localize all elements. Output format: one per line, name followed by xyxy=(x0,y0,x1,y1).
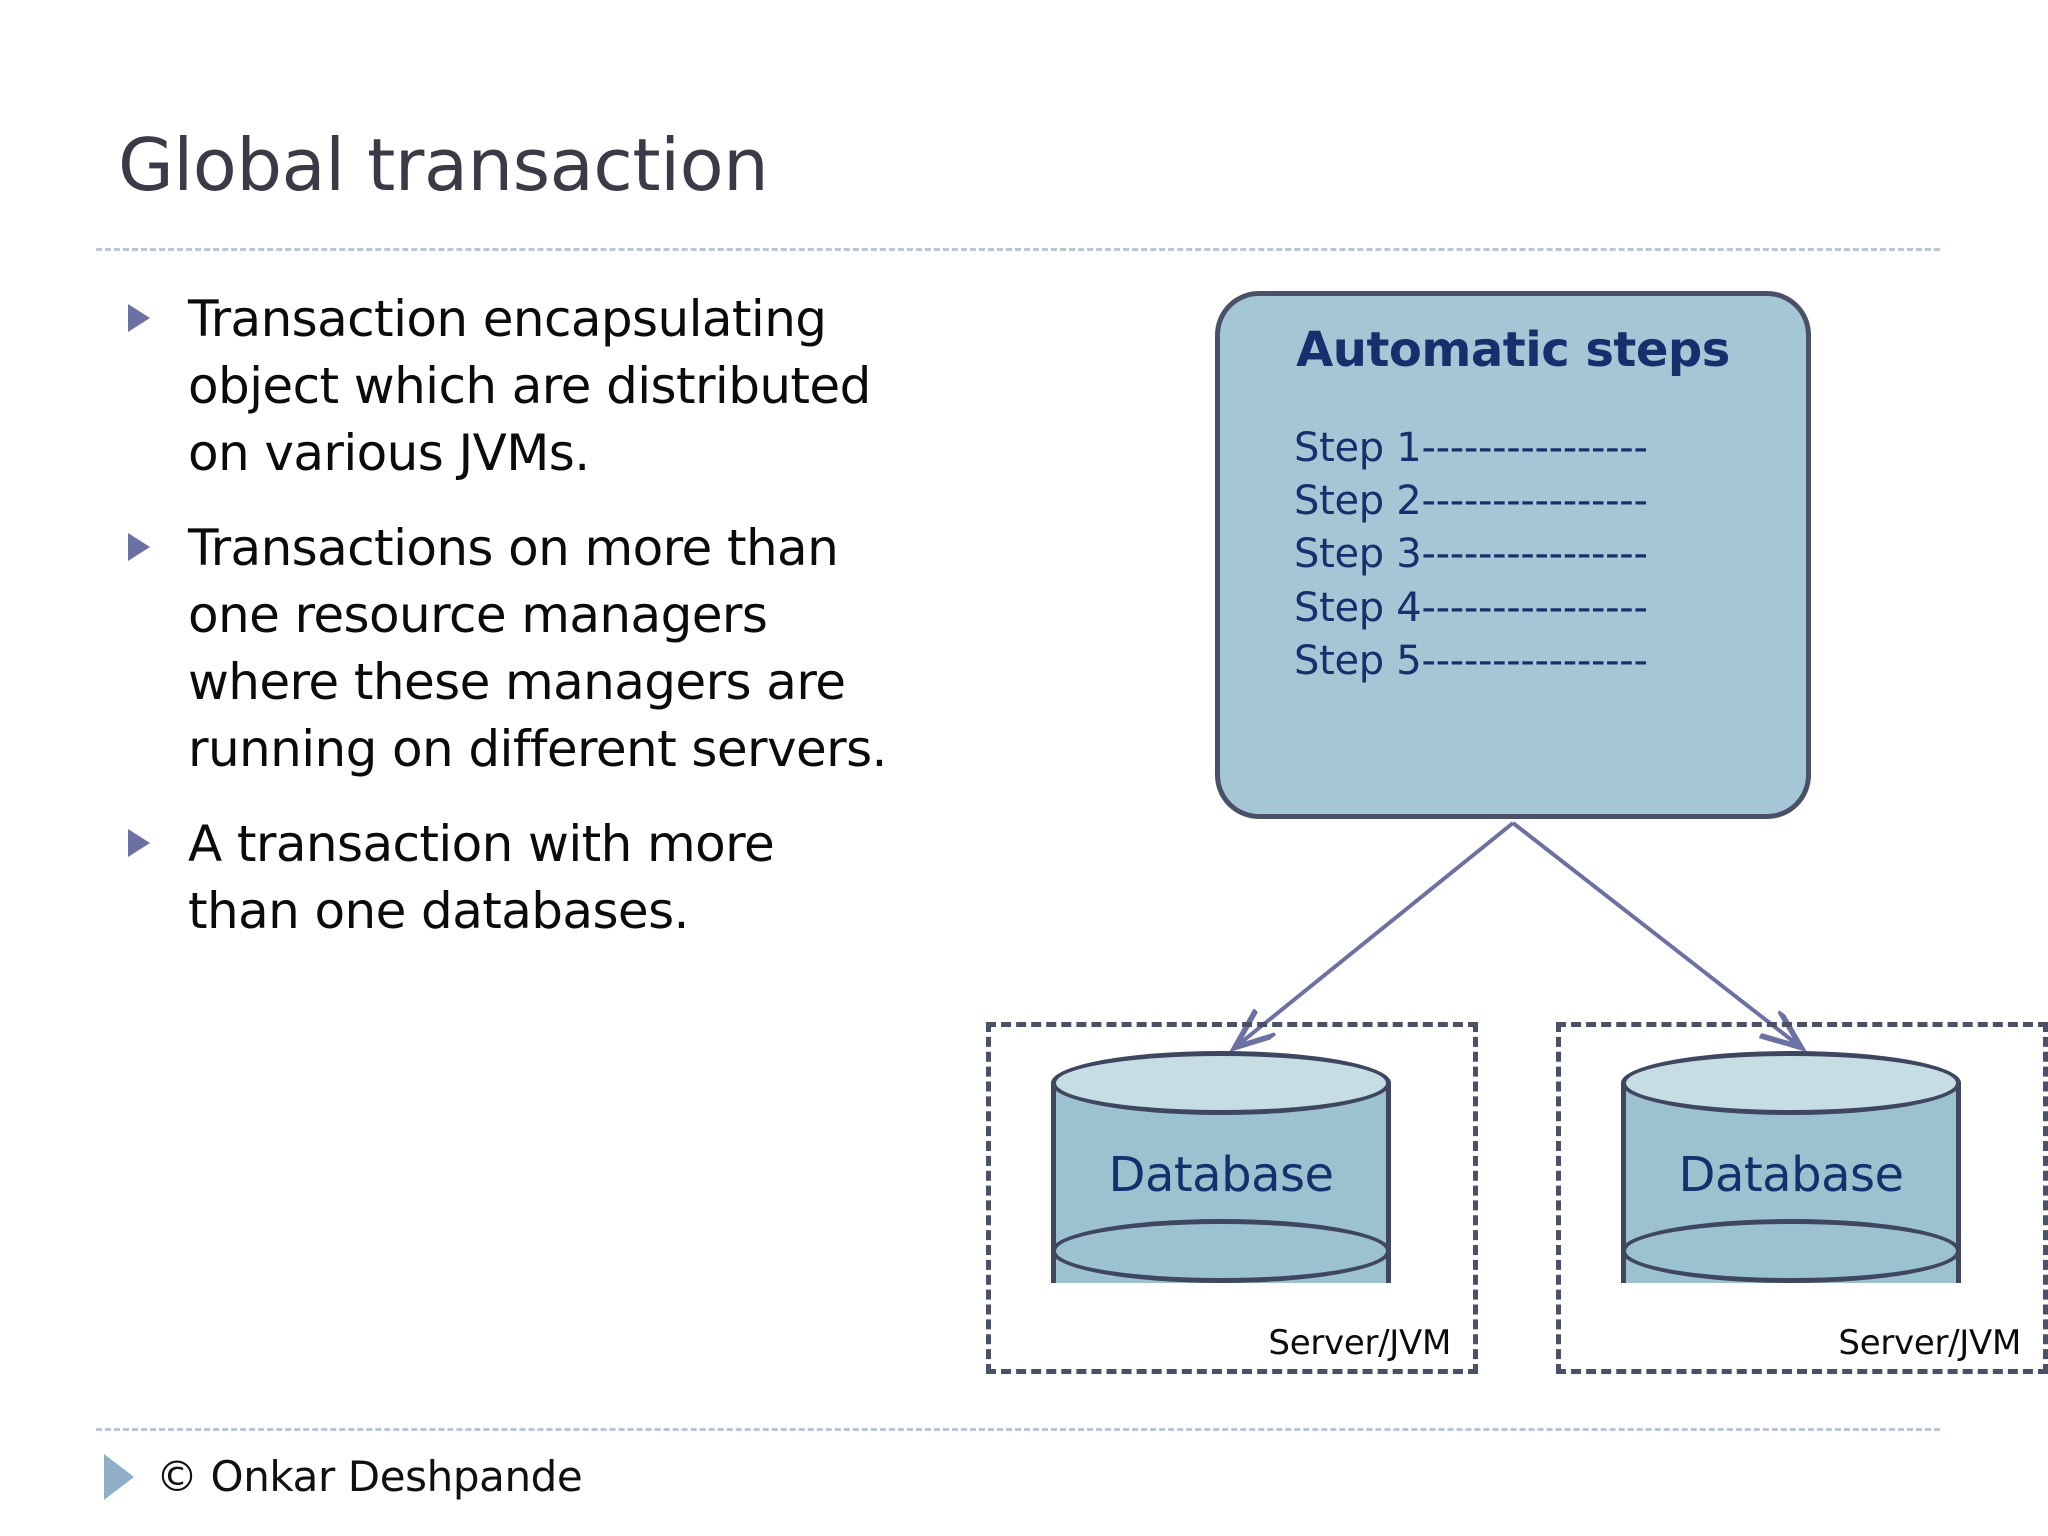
step-line: Step 4---------------- xyxy=(1294,584,1648,631)
server-container-right: Database Server/JVM xyxy=(1556,1022,2048,1374)
cylinder-top-ellipse xyxy=(1621,1051,1961,1115)
list-item-text: A transaction with more than one databas… xyxy=(188,815,775,940)
bullet-triangle-icon xyxy=(128,533,150,561)
footer-divider xyxy=(96,1428,1940,1431)
cylinder-bottom-ellipse xyxy=(1621,1219,1961,1283)
steps-list: Step 1---------------- Step 2-----------… xyxy=(1294,422,1806,688)
page-title: Global transaction xyxy=(118,123,769,207)
connector-left xyxy=(1238,821,1515,1045)
bullet-triangle-icon xyxy=(128,829,150,857)
automatic-steps-title: Automatic steps xyxy=(1296,322,1730,378)
step-line: Step 5---------------- xyxy=(1294,637,1648,684)
list-item: Transaction encapsulating object which a… xyxy=(120,286,900,487)
list-item-text: Transactions on more than one resource m… xyxy=(188,519,887,778)
footer: © Onkar Deshpande xyxy=(104,1452,583,1501)
list-item: Transactions on more than one resource m… xyxy=(120,515,900,783)
cylinder-top-ellipse xyxy=(1051,1051,1391,1115)
connector-right xyxy=(1511,821,1798,1045)
cylinder-bottom-ellipse xyxy=(1051,1219,1391,1283)
step-line: Step 3---------------- xyxy=(1294,531,1648,578)
database-cylinder: Database xyxy=(1621,1051,1961,1313)
database-label: Database xyxy=(1108,1147,1334,1203)
footer-triangle-icon xyxy=(104,1453,134,1500)
step-line: Step 2---------------- xyxy=(1294,478,1648,525)
step-line: Step 1---------------- xyxy=(1294,425,1648,471)
server-jvm-label: Server/JVM xyxy=(1838,1323,2021,1363)
copyright-text: © Onkar Deshpande xyxy=(156,1452,583,1501)
list-item: A transaction with more than one databas… xyxy=(120,811,900,945)
bullet-triangle-icon xyxy=(128,304,150,332)
title-divider xyxy=(96,248,1940,251)
database-cylinder: Database xyxy=(1051,1051,1391,1313)
server-container-left: Database Server/JVM xyxy=(986,1022,1478,1374)
database-label: Database xyxy=(1678,1147,1904,1203)
server-jvm-label: Server/JVM xyxy=(1268,1323,1451,1363)
list-item-text: Transaction encapsulating object which a… xyxy=(188,290,871,482)
automatic-steps-box: Automatic steps Step 1---------------- S… xyxy=(1215,291,1811,819)
bullet-list: Transaction encapsulating object which a… xyxy=(120,286,900,973)
